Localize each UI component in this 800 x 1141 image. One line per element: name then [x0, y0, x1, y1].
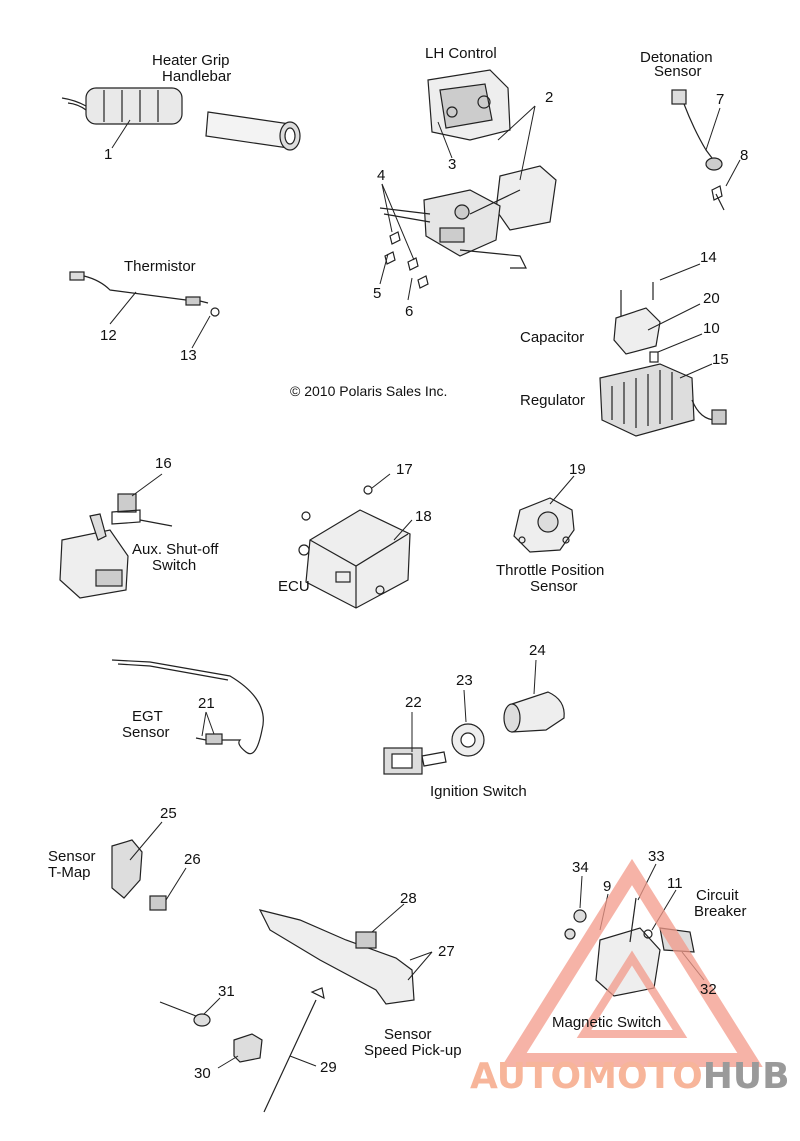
tmap-label: T-Map	[48, 864, 91, 881]
callout-26: 26	[184, 851, 201, 868]
tmap-sensor-label: Sensor	[48, 848, 96, 865]
detonation-sensor-drawing	[671, 89, 725, 211]
throttle-sensor-label: Sensor	[530, 578, 578, 595]
watermark-triangle	[501, 858, 763, 1067]
heater-grip-drawing	[61, 87, 301, 151]
egt-sensor-label: Sensor	[122, 724, 170, 741]
callout-29: 29	[320, 1059, 337, 1076]
copyright-text: © 2010 Polaris Sales Inc.	[290, 383, 448, 399]
callout-9: 9	[603, 878, 612, 895]
callout-14: 14	[700, 249, 717, 266]
callout-18: 18	[415, 508, 432, 525]
aux-shutoff-label: Aux. Shut-off	[132, 541, 219, 558]
lh-control-drawing	[379, 69, 557, 289]
callout-31: 31	[218, 983, 235, 1000]
callout-24: 24	[529, 642, 546, 659]
callout-10: 10	[703, 320, 720, 337]
ignition-switch-drawing	[383, 691, 565, 775]
callout-6: 6	[405, 303, 414, 320]
breaker-label: Breaker	[694, 903, 747, 920]
callout-4: 4	[377, 167, 386, 184]
callout-22: 22	[405, 694, 422, 711]
callout-19: 19	[569, 461, 586, 478]
egt-label: EGT	[132, 708, 163, 725]
capacitor-regulator-drawing	[599, 282, 727, 437]
regulator-label: Regulator	[520, 392, 586, 409]
callout-7: 7	[716, 91, 725, 108]
ecu-drawing	[298, 485, 411, 609]
leader-lines	[109, 105, 741, 1069]
callout-1: 1	[104, 146, 113, 163]
callout-16: 16	[155, 455, 172, 472]
callout-2: 2	[545, 89, 554, 106]
thermistor-drawing	[69, 271, 220, 317]
callout-25: 25	[160, 805, 177, 822]
callout-8: 8	[740, 147, 749, 164]
aux-switch-label: Switch	[152, 557, 197, 574]
callout-5: 5	[373, 285, 382, 302]
ecu-label: ECU	[278, 578, 310, 595]
circuit-label: Circuit	[696, 887, 739, 904]
heater-grip-label: Heater Grip	[152, 52, 230, 69]
callout-17: 17	[396, 461, 413, 478]
callout-28: 28	[400, 890, 417, 907]
watermark-part-2: HUB	[702, 1056, 790, 1097]
detonation-sensor-label: Sensor	[654, 63, 702, 80]
speed-sensor-label: Sensor	[384, 1026, 432, 1043]
callout-20: 20	[703, 290, 720, 307]
callout-34: 34	[572, 859, 589, 876]
handlebar-label: Handlebar	[162, 68, 232, 85]
tmap-sensor-drawing	[111, 839, 167, 911]
throttle-position-sensor-drawing	[513, 497, 575, 553]
callout-23: 23	[456, 672, 473, 689]
watermark-logo: AUTOMOTOHUB	[470, 1056, 790, 1097]
callout-11: 11	[667, 875, 683, 892]
lh-control-label: LH Control	[425, 45, 497, 62]
callout-33: 33	[648, 848, 665, 865]
speed-pickup-label: Speed Pick-up	[364, 1042, 462, 1059]
callout-15: 15	[712, 351, 729, 368]
callout-32: 32	[700, 981, 717, 998]
watermark-part-1: AUTOMOTO	[470, 1056, 703, 1097]
capacitor-label: Capacitor	[520, 329, 585, 346]
magnetic-switch-label: Magnetic Switch	[552, 1014, 662, 1031]
callout-3: 3	[448, 156, 457, 173]
throttle-position-label: Throttle Position	[496, 562, 605, 579]
part-30-31-drawing	[159, 1001, 263, 1063]
thermistor-label: Thermistor	[124, 258, 196, 275]
ignition-switch-label: Ignition Switch	[430, 783, 527, 800]
callout-12: 12	[100, 327, 117, 344]
callout-30: 30	[194, 1065, 211, 1082]
detonation-label: Detonation	[640, 49, 713, 66]
callout-13: 13	[180, 347, 197, 364]
speed-pickup-drawing	[258, 909, 415, 1113]
aux-shutoff-switch-drawing	[59, 493, 173, 599]
callout-27: 27	[438, 943, 455, 960]
callout-21: 21	[198, 695, 215, 712]
